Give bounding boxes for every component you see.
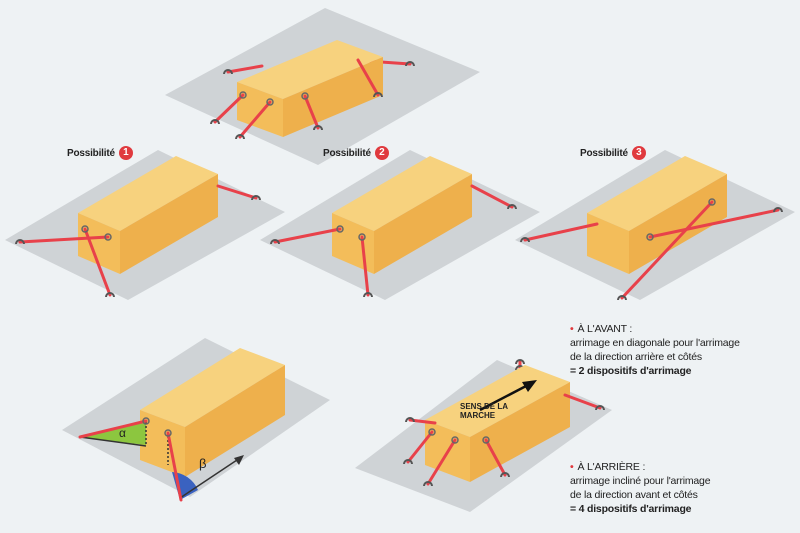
lashing-point xyxy=(428,428,436,436)
note-line: de la direction avant et côtés xyxy=(570,489,698,501)
cargo-box-top xyxy=(332,156,472,231)
number-badge: 1 xyxy=(118,146,133,160)
hook-icon xyxy=(507,204,517,210)
lashing-strap xyxy=(470,184,514,209)
cargo-box-side xyxy=(283,57,383,137)
note-line: de la direction arrière et côtés xyxy=(570,351,702,363)
note-line: arrimage en diagonale pour l'arrimage xyxy=(570,337,740,349)
lashing-point xyxy=(358,233,366,241)
lashing-strap xyxy=(484,438,507,477)
note-result: = 4 dispositifs d'arrimage xyxy=(570,503,692,515)
lashing-strap xyxy=(620,200,714,300)
hook-icon xyxy=(210,119,220,125)
lashing-strap xyxy=(406,430,434,464)
hook-icon xyxy=(270,239,280,245)
note-result: = 2 dispositifs d'arrimage xyxy=(570,365,692,377)
lashing-strap xyxy=(648,208,780,239)
cargo-box-top xyxy=(140,348,285,427)
hook-icon xyxy=(235,134,245,140)
number-badge: 2 xyxy=(374,146,389,160)
hook-icon xyxy=(251,195,261,201)
hook-icon xyxy=(423,481,433,487)
lashing-strap xyxy=(83,227,112,297)
lashing-point xyxy=(81,225,89,233)
lashing-strap xyxy=(226,64,264,74)
lashing-strap xyxy=(18,235,110,244)
cargo-box-top xyxy=(78,156,218,231)
hook-icon xyxy=(313,125,323,131)
cargo-box-side xyxy=(185,365,285,477)
lashing-strap xyxy=(213,93,245,124)
lashing-point xyxy=(239,91,247,99)
cargo-box-end xyxy=(587,213,629,274)
hook-icon xyxy=(520,237,530,243)
lashing-point xyxy=(142,417,150,425)
hook-icon xyxy=(403,459,413,465)
cargo-box-top xyxy=(587,156,727,231)
hook-icon xyxy=(405,417,415,423)
lashing-strap xyxy=(426,438,457,486)
lashing-point xyxy=(164,429,172,437)
arrow-head-icon xyxy=(234,455,244,465)
note-line: arrimage incliné pour l'arrimage xyxy=(570,475,711,487)
arrow-head-icon xyxy=(522,380,537,392)
number-badge: 3 xyxy=(631,146,646,160)
lashing-point xyxy=(104,233,112,241)
front-note: •À L'AVANT : arrimage en diagonale pour … xyxy=(570,323,740,377)
lashing-strap xyxy=(356,58,380,97)
direction-line xyxy=(179,457,241,499)
lashing-point xyxy=(336,225,344,233)
hook-icon xyxy=(773,207,783,213)
lashing-strap xyxy=(238,100,272,139)
hook-icon xyxy=(405,61,415,67)
cargo-box-top xyxy=(237,40,383,99)
lashing-point xyxy=(708,198,716,206)
lashing-strap xyxy=(303,94,320,130)
cargo-box-side xyxy=(120,174,218,274)
rear-note-title: À L'ARRIÈRE : xyxy=(577,461,646,473)
alpha-angle-label: α xyxy=(119,426,126,440)
hook-icon xyxy=(373,92,383,98)
cargo-box-side xyxy=(629,174,727,274)
hook-icon xyxy=(223,69,233,75)
lashing-point xyxy=(482,436,490,444)
hook-icon xyxy=(363,292,373,298)
hook-icon xyxy=(105,292,115,298)
beta-angle-label: β xyxy=(199,456,207,471)
lashing-strap xyxy=(78,419,148,439)
lashing-strap xyxy=(273,227,342,244)
lashing-point xyxy=(646,233,654,241)
hook-icon xyxy=(595,405,605,411)
ground-line xyxy=(79,436,147,447)
hook-icon xyxy=(500,472,510,478)
cargo-box-end xyxy=(237,82,283,137)
lashing-point xyxy=(266,98,274,106)
lashing-point xyxy=(301,92,309,100)
lashing-strap xyxy=(563,393,602,410)
hook-icon xyxy=(617,295,627,301)
lashing-point xyxy=(451,436,459,444)
front-note-title: À L'AVANT : xyxy=(577,323,633,335)
cargo-box-side xyxy=(374,174,472,274)
lashing-strap xyxy=(166,431,183,502)
lashing-strap xyxy=(523,222,599,242)
hook-icon xyxy=(515,359,525,365)
hook-icon xyxy=(15,239,25,245)
rear-note: •À L'ARRIÈRE : arrimage incliné pour l'a… xyxy=(570,461,711,515)
direction-arrow xyxy=(479,383,529,412)
lashing-strap xyxy=(360,235,370,297)
lashing-strap xyxy=(216,184,258,200)
